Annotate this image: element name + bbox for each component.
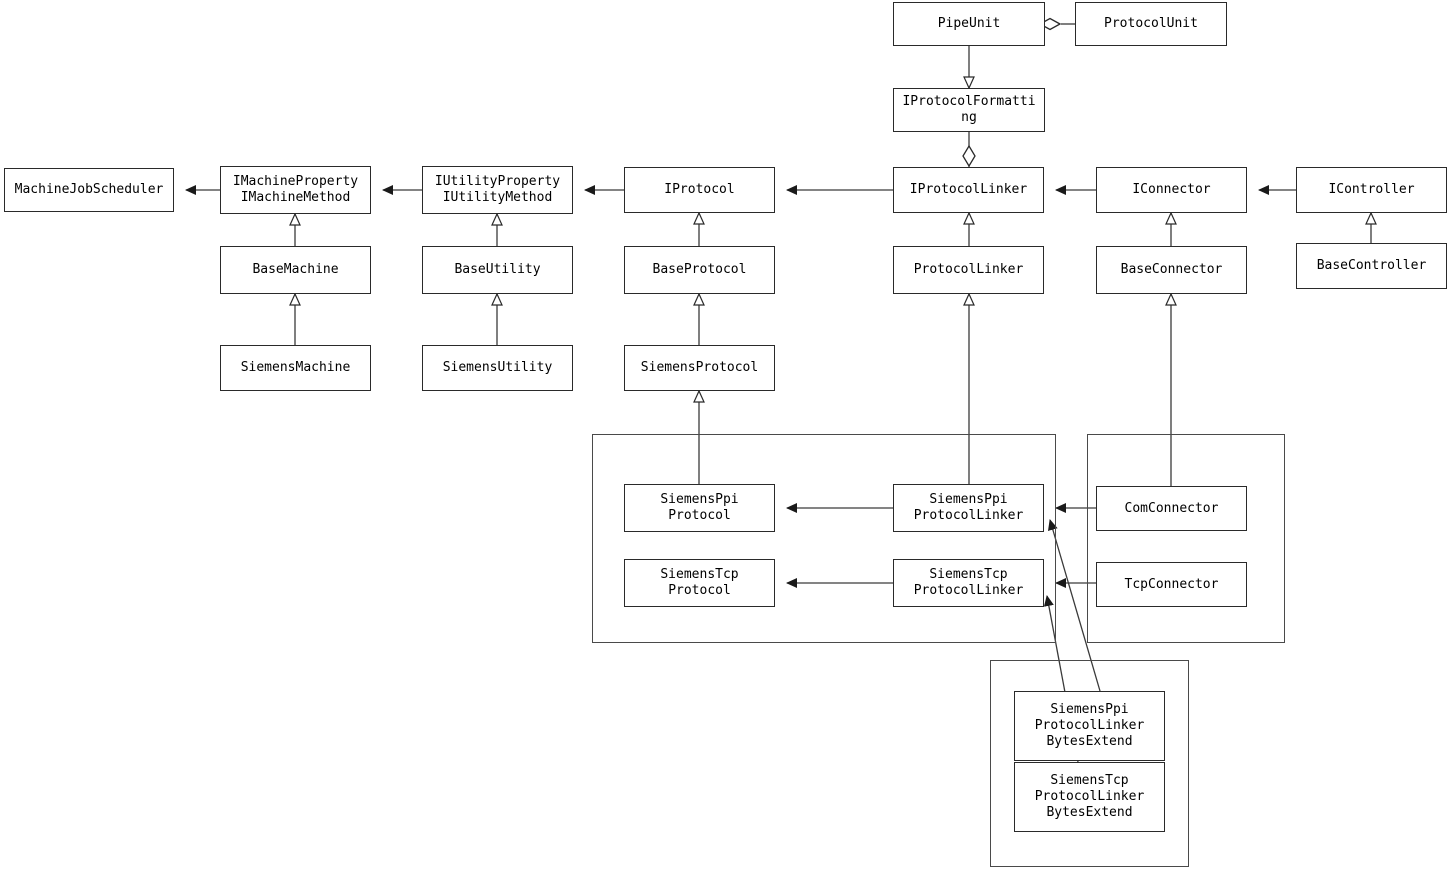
class-node-iprotocolformatting[interactable]: IProtocolFormatti ng xyxy=(893,88,1045,132)
class-node-protocollinker[interactable]: ProtocolLinker xyxy=(893,246,1044,294)
class-node-baseprotocol[interactable]: BaseProtocol xyxy=(624,246,775,294)
class-node-siemenstcpprotocollinker[interactable]: SiemensTcp ProtocolLinker xyxy=(893,559,1044,607)
class-node-iconnector[interactable]: IConnector xyxy=(1096,167,1247,213)
class-node-siemensmachine[interactable]: SiemensMachine xyxy=(220,345,371,391)
class-node-siemenstcpprotocollinkerbytesextend[interactable]: SiemensTcp ProtocolLinker BytesExtend xyxy=(1014,762,1165,832)
group-bytes-extend xyxy=(990,660,1189,867)
class-node-baseutility[interactable]: BaseUtility xyxy=(422,246,573,294)
class-node-protocolunit[interactable]: ProtocolUnit xyxy=(1075,2,1227,46)
class-node-basecontroller[interactable]: BaseController xyxy=(1296,243,1447,289)
class-node-iutilityproperty[interactable]: IUtilityProperty IUtilityMethod xyxy=(422,166,573,214)
class-node-siemenstcpprotocol[interactable]: SiemensTcp Protocol xyxy=(624,559,775,607)
class-node-siemensppiprotocollinkerbytesextend[interactable]: SiemensPpi ProtocolLinker BytesExtend xyxy=(1014,691,1165,761)
class-node-basemachine[interactable]: BaseMachine xyxy=(220,246,371,294)
group-connectors xyxy=(1087,434,1285,643)
class-node-siemensutility[interactable]: SiemensUtility xyxy=(422,345,573,391)
class-node-tcpconnector[interactable]: TcpConnector xyxy=(1096,562,1247,607)
class-node-comconnector[interactable]: ComConnector xyxy=(1096,486,1247,531)
class-node-imachineproperty[interactable]: IMachineProperty IMachineMethod xyxy=(220,166,371,214)
class-node-pipeunit[interactable]: PipeUnit xyxy=(893,2,1045,46)
class-node-siemensprotocol[interactable]: SiemensProtocol xyxy=(624,345,775,391)
group-siemens-protocols xyxy=(592,434,1056,643)
class-node-icontroller[interactable]: IController xyxy=(1296,167,1447,213)
aggregation-diamond-protocolformatting xyxy=(962,144,976,168)
class-node-siemensppiprotocol[interactable]: SiemensPpi Protocol xyxy=(624,484,775,532)
class-node-siemensppiprotocollinker[interactable]: SiemensPpi ProtocolLinker xyxy=(893,484,1044,532)
class-node-machinejobscheduler[interactable]: MachineJobScheduler xyxy=(4,168,174,212)
class-node-iprotocol[interactable]: IProtocol xyxy=(624,167,775,213)
class-node-baseconnector[interactable]: BaseConnector xyxy=(1096,246,1247,294)
class-node-iprotocollinker[interactable]: IProtocolLinker xyxy=(893,167,1044,213)
